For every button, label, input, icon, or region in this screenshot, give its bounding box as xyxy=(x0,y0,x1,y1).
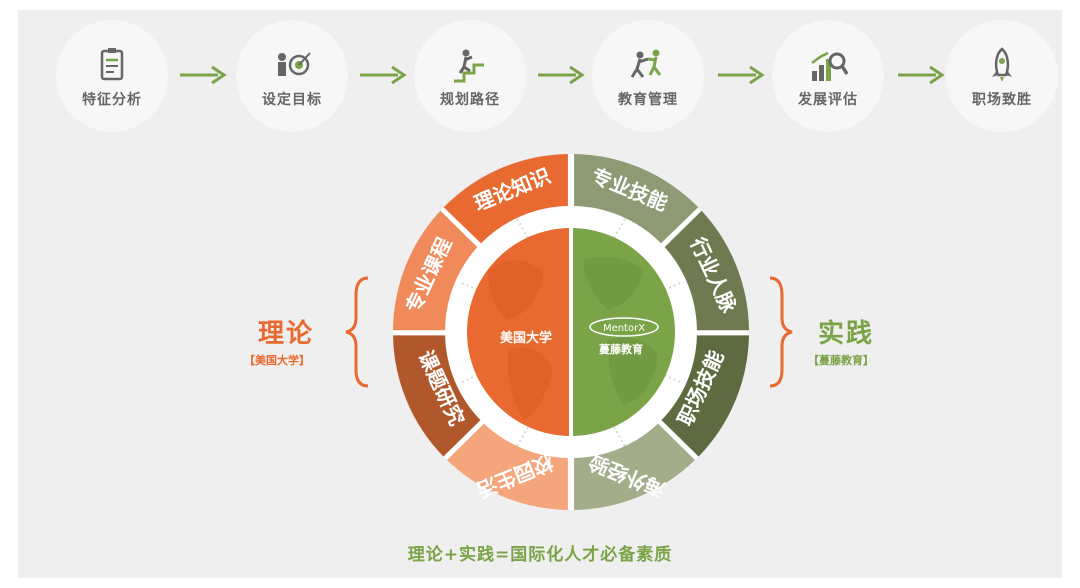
arrow-right-icon xyxy=(898,65,945,85)
arrow-right-icon xyxy=(180,65,227,85)
left-brace xyxy=(345,276,369,388)
process-steps: 特征分析 设定目标 规划路径 xyxy=(18,10,1062,150)
footer-slogan: 理论+实践=国际化人才必备素质 xyxy=(407,545,673,565)
diagram-canvas: 特征分析 设定目标 规划路径 xyxy=(18,10,1062,578)
inner-right-label: 蔓藤教育 xyxy=(599,342,643,356)
segment-professional-courses xyxy=(393,210,478,331)
segment-theoretical-knowledge xyxy=(443,154,568,244)
step-plan-path: 规划路径 xyxy=(414,20,526,132)
right-brace xyxy=(769,276,793,388)
segment-overseas-experience xyxy=(574,423,695,510)
step-label: 规划路径 xyxy=(440,92,500,108)
segment-professional-skills xyxy=(574,154,699,244)
step-set-goal: 设定目标 xyxy=(236,20,348,132)
theory-practice-wheel: 美国大学 MentorX 蔓藤教育 理论知识 专业课程 课题研究 校园生活 专业… xyxy=(345,154,793,510)
step-label: 特征分析 xyxy=(82,92,142,108)
mentorx-logo-text: MentorX xyxy=(603,323,645,334)
step-label: 职场致胜 xyxy=(972,92,1032,108)
step-label: 设定目标 xyxy=(262,92,322,108)
step-label: 发展评估 xyxy=(798,92,858,108)
theory-subtitle: 【美国大学】 xyxy=(244,354,310,367)
segment-campus-life xyxy=(447,423,568,510)
practice-title: 实践 xyxy=(818,319,875,349)
arrow-right-icon xyxy=(360,65,407,85)
mentorx-logo-outline xyxy=(589,317,659,337)
clipboard-icon xyxy=(100,48,124,81)
arrow-right-icon xyxy=(538,65,585,85)
theory-title: 理论 xyxy=(258,319,315,349)
rocket-icon xyxy=(992,47,1012,82)
inner-left-label: 美国大学 xyxy=(500,330,552,346)
climbing-stairs-icon xyxy=(454,49,484,83)
step-feature-analysis: 特征分析 xyxy=(56,20,168,132)
segment-research-topics xyxy=(393,335,481,457)
step-development-assessment: 发展评估 xyxy=(772,20,884,132)
step-label: 教育管理 xyxy=(618,92,678,108)
target-icon xyxy=(278,52,311,76)
teamwork-icon xyxy=(630,49,662,78)
arrow-right-icon xyxy=(718,65,765,85)
step-education-management: 教育管理 xyxy=(592,20,704,132)
segment-workplace-skills xyxy=(661,335,749,457)
segment-industry-network xyxy=(664,210,749,331)
step-career-success: 职场致胜 xyxy=(946,20,1058,132)
practice-subtitle: 【蔓藤教育】 xyxy=(808,354,874,367)
growth-magnifier-icon xyxy=(811,51,848,81)
